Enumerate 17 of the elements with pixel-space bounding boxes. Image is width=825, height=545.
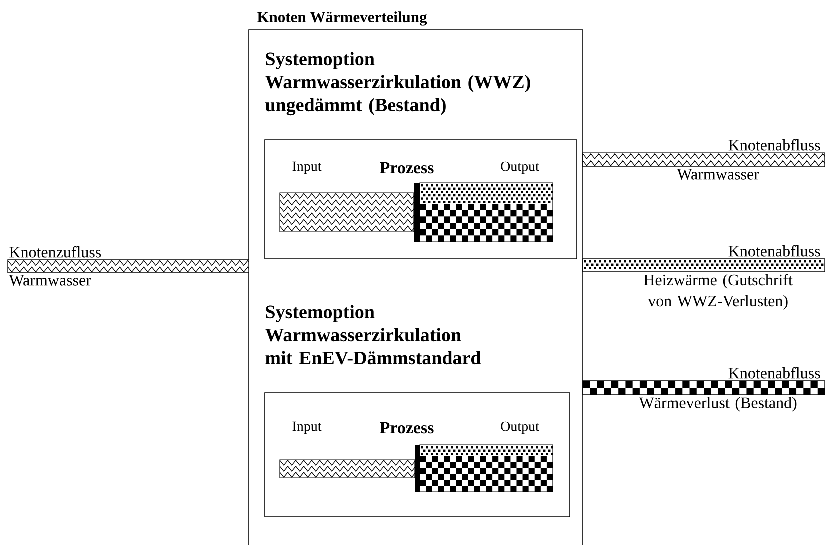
process-label: Prozess: [380, 162, 434, 174]
box-title: Knoten Wärmeverteilung: [257, 12, 428, 26]
option-heading: Systemoption Warmwasserzirkulation (WWZ) ungedämmt (Bestand): [265, 52, 530, 116]
io-label: Output: [501, 162, 540, 174]
io-label: Input: [292, 162, 322, 174]
flow-label: Knotenabfluss: [728, 139, 820, 151]
flow-label: Heizwärme (Gutschrift von WWZ-Verlusten): [644, 274, 793, 310]
flow-label: Knotenzufluss: [10, 246, 102, 258]
flow-label: Knotenabfluss: [728, 367, 820, 379]
io-label: Input: [292, 422, 322, 434]
flow-label: Warmwasser: [677, 169, 760, 180]
io-label: Output: [501, 422, 540, 434]
flow-label: Wärmeverlust (Bestand): [639, 397, 797, 412]
flow-label: Knotenabfluss: [728, 245, 820, 257]
flow-label: Warmwasser: [9, 275, 92, 286]
option-heading: Systemoption Warmwasserzirkulation mit EnEV-Dämmstandard: [265, 305, 482, 365]
process-label: Prozess: [380, 422, 434, 434]
